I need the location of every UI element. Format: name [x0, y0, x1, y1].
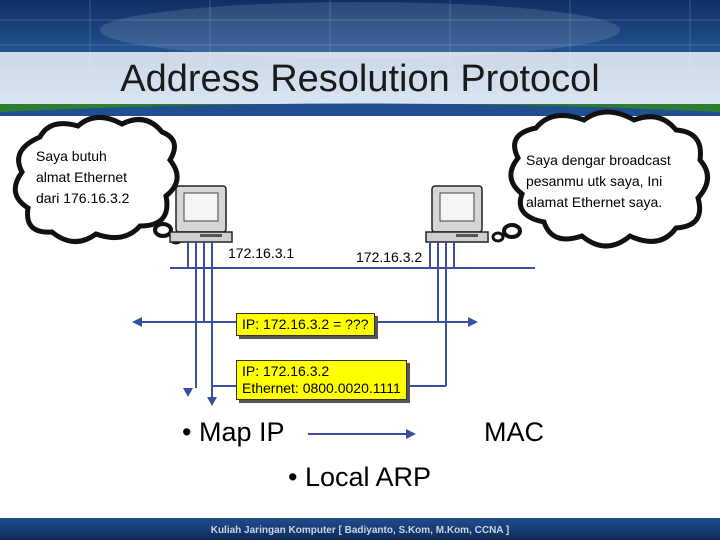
- wire-arrowheads: [132, 317, 478, 406]
- right-bubble-line: pesanmu utk saya, Ini: [526, 173, 663, 189]
- arp-reply-box: IP: 172.16.3.2 Ethernet: 0800.0020.1111: [236, 360, 407, 400]
- slide-footer: Kuliah Jaringan Komputer [ Badiyanto, S.…: [210, 525, 510, 536]
- left-thought-dot-1: [153, 222, 173, 238]
- right-bubble-line: alamat Ethernet saya.: [526, 194, 663, 210]
- host-left-ip: 172.16.3.1: [228, 245, 295, 261]
- right-computer-icon: [425, 185, 489, 243]
- arp-reply-ethernet: Ethernet: 0800.0020.1111: [242, 380, 401, 396]
- left-bubble-line: dari 176.16.3.2: [36, 190, 130, 206]
- bullet-map-ip-text: Map IP: [198, 417, 285, 447]
- bullet-local-arp-text: Local ARP: [304, 462, 432, 492]
- header-glow: [100, 2, 620, 58]
- left-thought-bubble: [12, 115, 180, 244]
- left-bubble-text: Saya butuh almat Ethernet dari 176.16.3.…: [36, 146, 129, 209]
- left-computer-icon: [169, 185, 233, 243]
- map-arrowhead: [406, 429, 416, 439]
- right-thought-dot-2: [491, 231, 505, 243]
- bullet-dot: •: [288, 462, 305, 492]
- title-panel: [0, 52, 720, 107]
- bullet-map-ip: • Map IP: [182, 417, 285, 448]
- right-bubble-text: Saya dengar broadcast pesanmu utk saya, …: [526, 150, 671, 213]
- bullet-mac-text: MAC: [484, 417, 544, 447]
- arp-reply-ip: IP: 172.16.3.2: [242, 363, 330, 379]
- left-bubble-line: almat Ethernet: [36, 169, 128, 185]
- arp-request-box: IP: 172.16.3.2 = ???: [236, 313, 375, 336]
- network-wiring: [140, 242, 535, 398]
- right-thought-dot-1: [502, 223, 522, 239]
- host-right-ip: 172.16.3.2: [356, 249, 423, 265]
- bullet-dot: •: [182, 417, 199, 447]
- right-bubble-line: Saya dengar broadcast: [526, 152, 671, 168]
- footer-band: [0, 518, 720, 540]
- slide-title: Address Resolution Protocol: [120, 58, 600, 100]
- left-bubble-line: Saya butuh: [36, 148, 107, 164]
- header-curve: [0, 103, 720, 116]
- right-thought-bubble: [508, 109, 710, 249]
- bullet-local-arp: • Local ARP: [288, 462, 431, 493]
